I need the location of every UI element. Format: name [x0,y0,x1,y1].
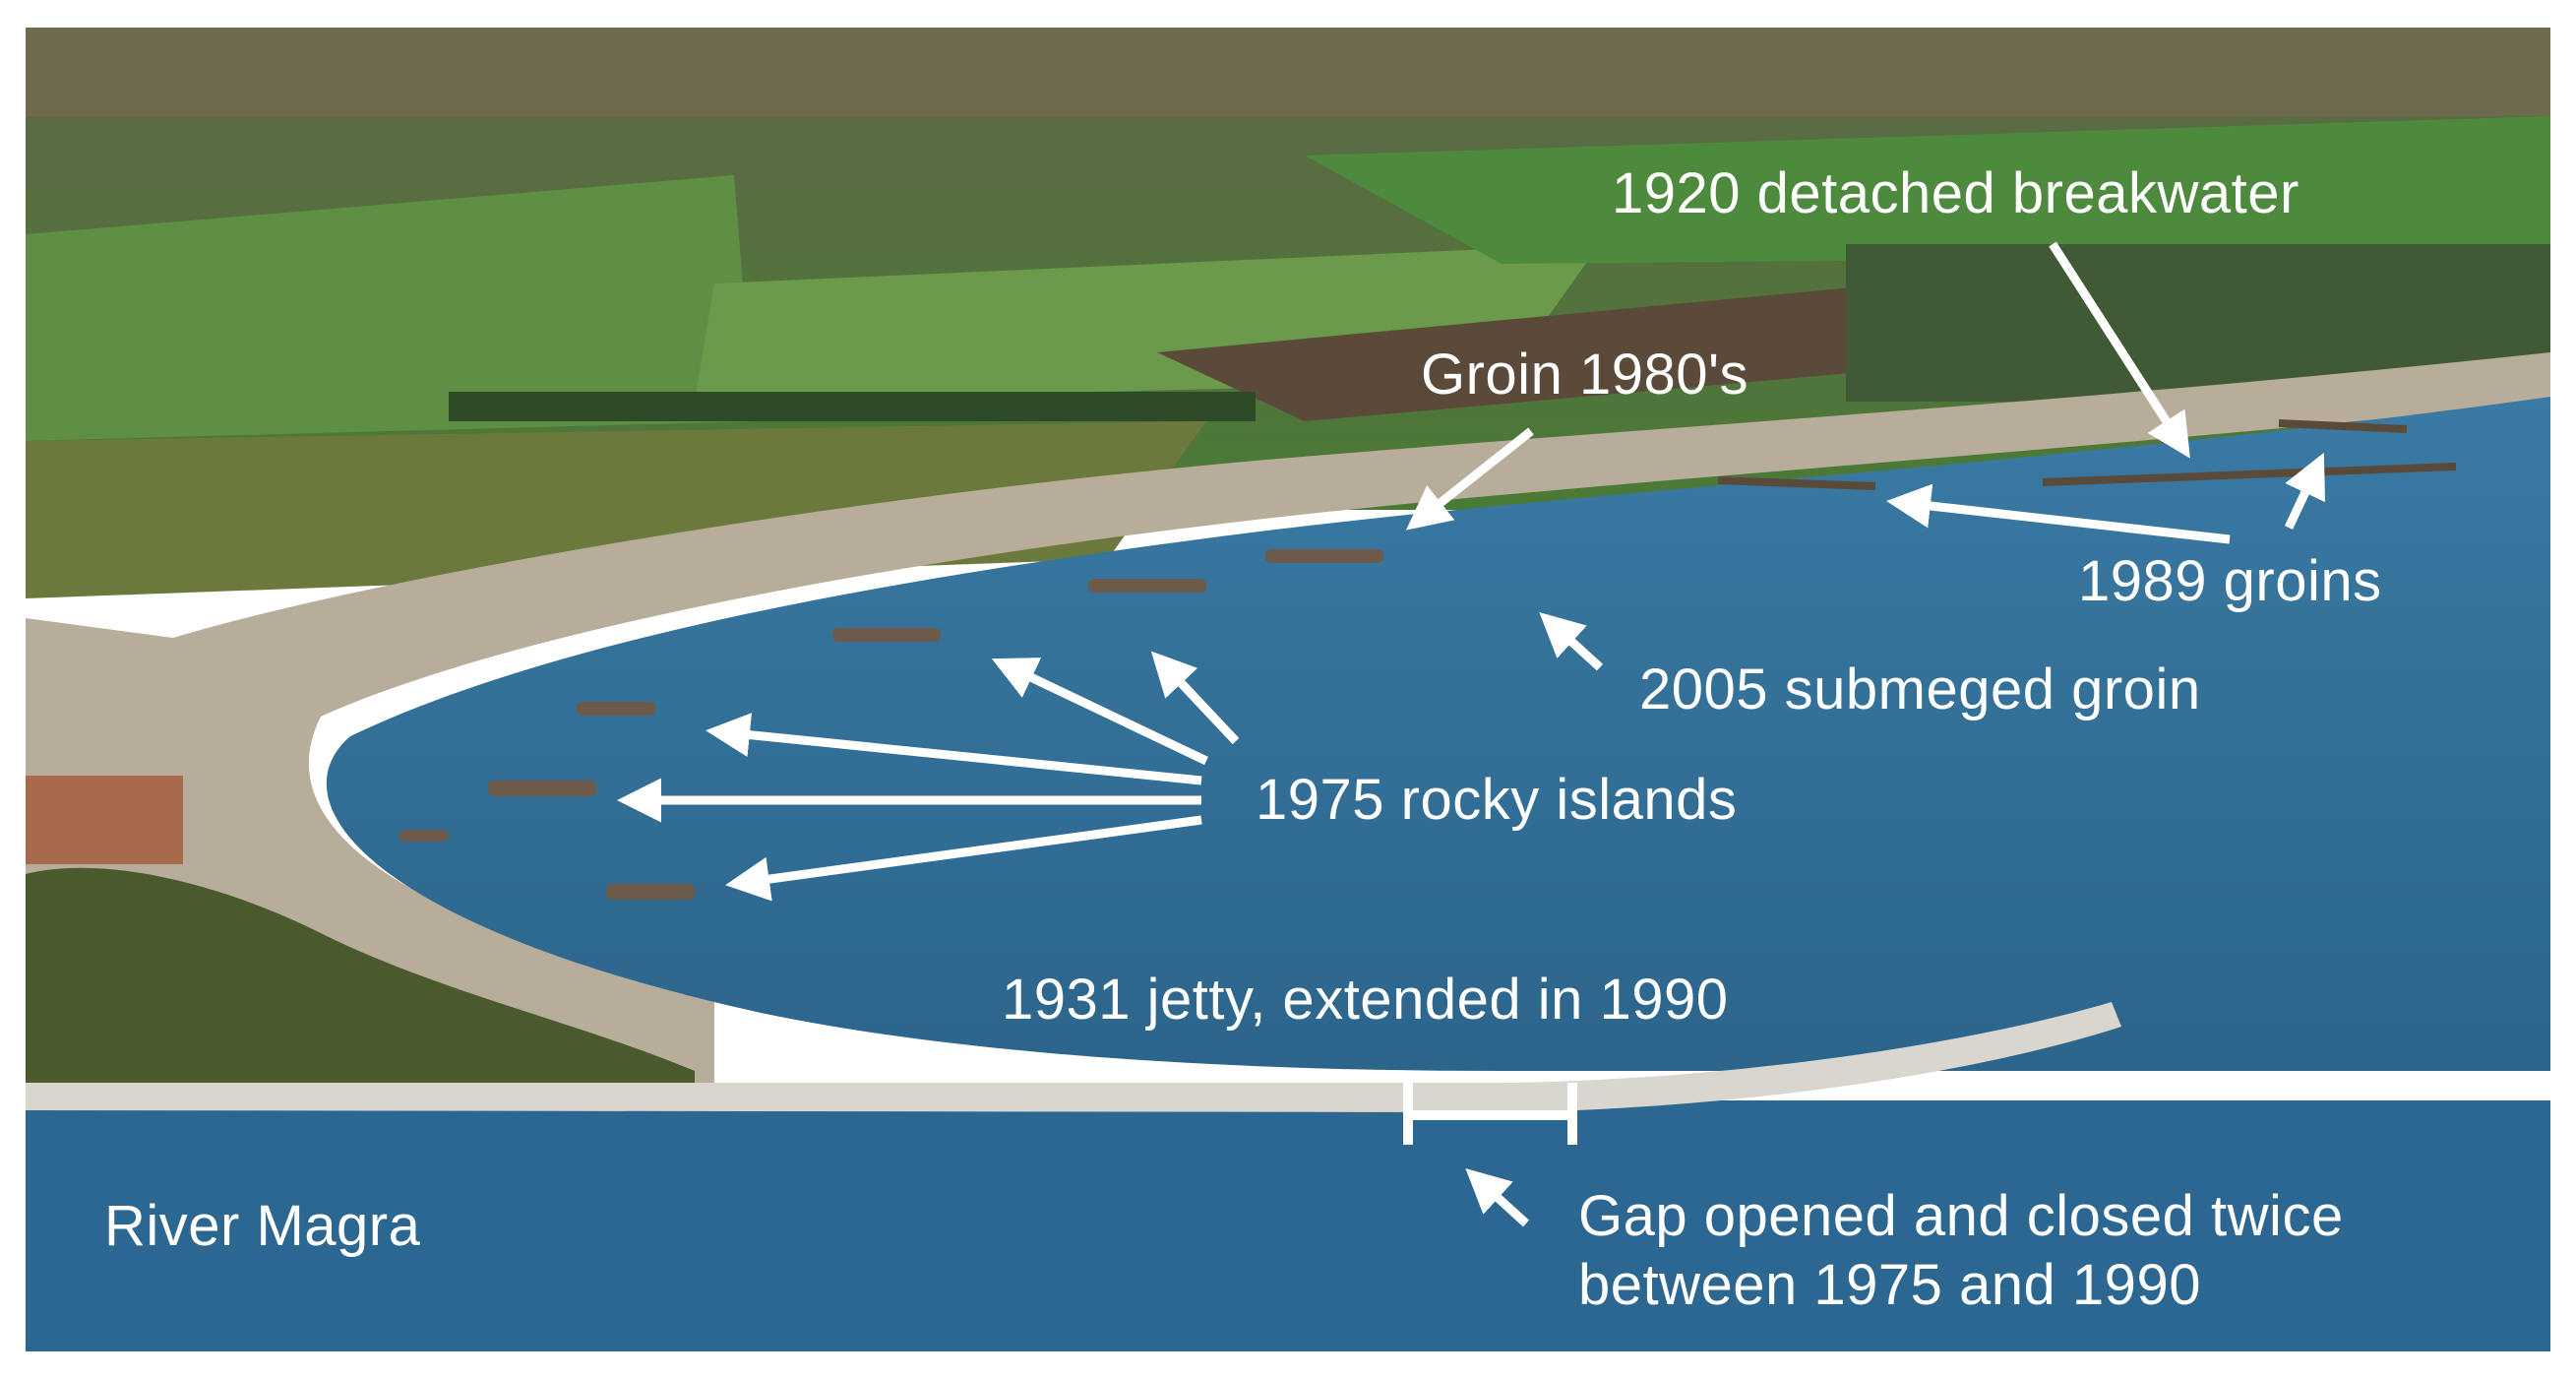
rocky-islands [399,549,1383,900]
coastline-scene [26,28,2550,1351]
label-1920-breakwater: 1920 detached breakwater [1612,161,2300,225]
headland-trees [26,867,695,1100]
label-1931-jetty: 1931 jetty, extended in 1990 [1002,968,1729,1032]
field-right [1305,116,2550,264]
label-gap-line2: between 1975 and 1990 [1578,1253,2201,1317]
field-bright [26,175,754,441]
label-river-magra: River Magra [104,1194,421,1258]
beach [26,352,2550,1091]
aerial-coast-photo: 1920 detached breakwater Groin 1980's 19… [26,28,2550,1351]
label-gap-line1: Gap opened and closed twice [1578,1184,2344,1248]
jetty [26,1002,2121,1112]
houses-left [26,776,183,864]
label-2005-submerged-groin: 2005 submeged groin [1639,658,2201,721]
label-1975-rocky-islands: 1975 rocky islands [1256,768,1738,832]
field-ploughed [1157,283,1974,421]
groins-1989 [1717,419,2457,490]
sea-outer [26,1100,2550,1351]
label-1989-groins: 1989 groins [2078,549,2382,613]
label-groin-1980s: Groin 1980's [1421,343,1749,407]
tree-line [449,392,1256,421]
gap-marker [1403,1083,1577,1145]
